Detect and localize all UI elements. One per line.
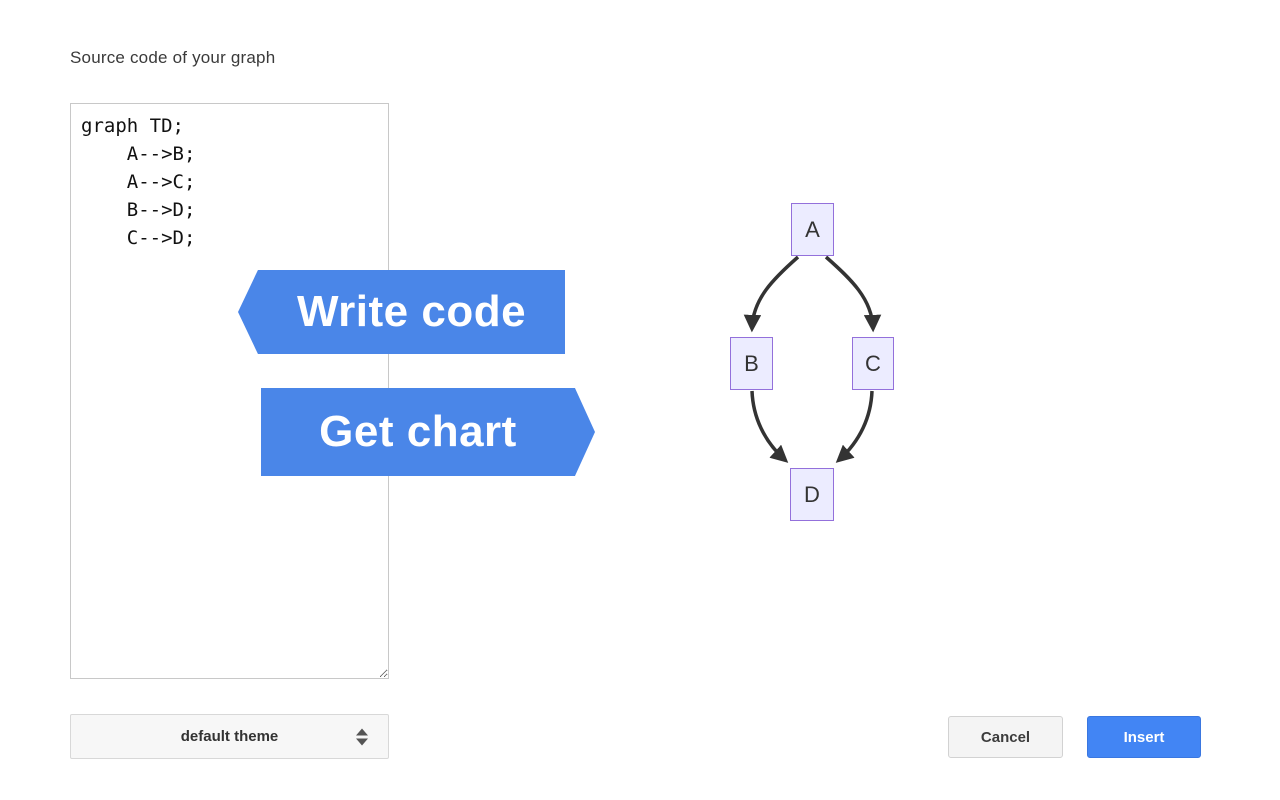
get-chart-callout-banner: Get chart — [261, 388, 595, 476]
flowchart-node-c: C — [852, 337, 894, 390]
write-code-callout-label: Write code — [296, 287, 527, 336]
cancel-button[interactable]: Cancel — [948, 716, 1063, 758]
node-b-label: B — [744, 350, 759, 376]
edge-a-to-c — [824, 255, 882, 333]
flowchart-node-b: B — [730, 337, 773, 390]
theme-select[interactable]: default theme — [70, 714, 389, 759]
write-code-callout-banner: Write code — [238, 270, 565, 354]
edge-a-to-b — [743, 255, 800, 333]
flowchart-node-a: A — [791, 203, 834, 256]
flowchart-node-d: D — [790, 468, 834, 521]
insert-button[interactable]: Insert — [1087, 716, 1201, 758]
node-d-label: D — [804, 481, 820, 507]
theme-select-value: default theme — [180, 728, 279, 745]
get-chart-callout-label: Get chart — [319, 407, 517, 456]
edge-b-to-d — [750, 390, 789, 463]
cancel-button-label: Cancel — [980, 728, 1031, 746]
source-code-label: Source code of your graph — [70, 48, 276, 67]
edge-c-to-d — [835, 390, 874, 463]
node-c-label: C — [865, 350, 881, 376]
node-a-label: A — [805, 216, 820, 242]
insert-button-label: Insert — [1123, 728, 1165, 746]
updown-arrows-icon — [356, 728, 368, 745]
